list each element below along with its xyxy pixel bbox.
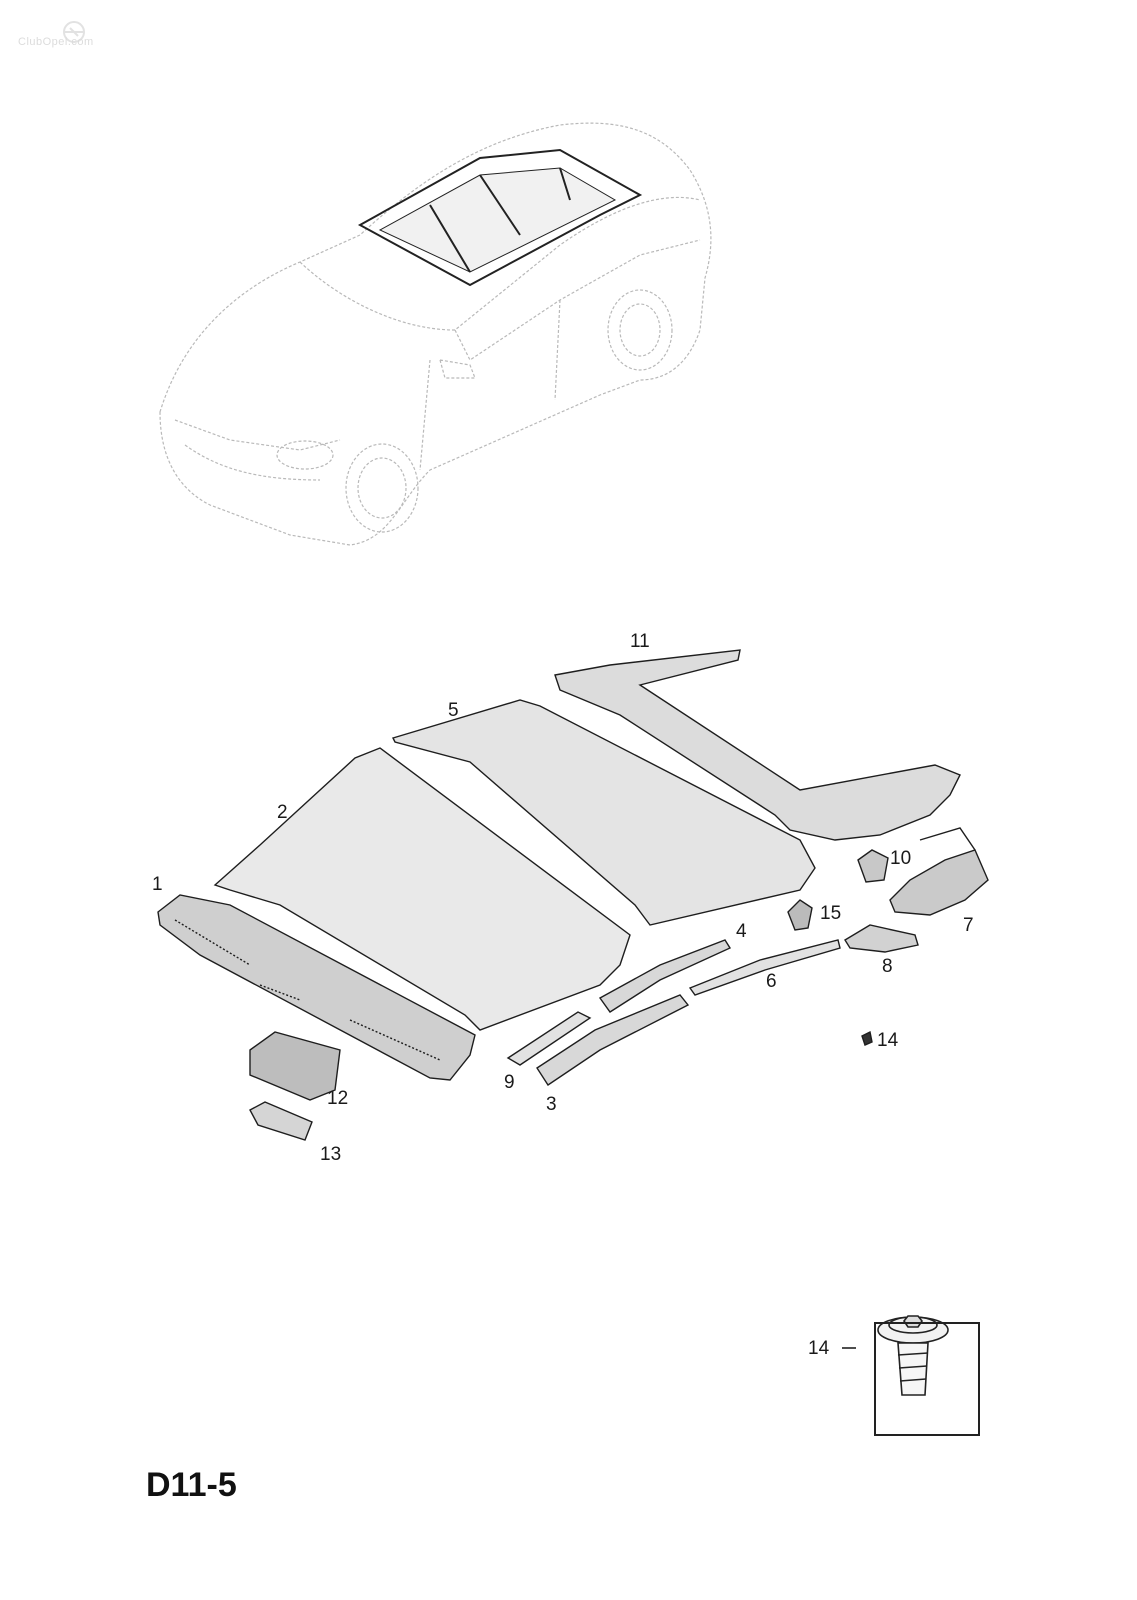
callout-2: 2 [277, 802, 288, 823]
callout-15: 15 [820, 903, 842, 924]
part-11-rear-panel [554, 649, 961, 841]
callout-3: 3 [546, 1094, 557, 1115]
callout-5: 5 [448, 700, 459, 721]
detail-label-14: 14 [808, 1338, 830, 1359]
part-8-bracket [844, 924, 919, 953]
callout-8: 8 [882, 956, 893, 977]
part-9-trim [506, 1011, 592, 1066]
part-10-clip [857, 849, 889, 883]
callout-9: 9 [504, 1072, 515, 1093]
callout-10: 10 [890, 848, 912, 869]
part-15-clip [787, 899, 813, 931]
part-2-headliner [213, 747, 631, 1031]
part-5-headliner [392, 699, 816, 926]
callout-13: 13 [320, 1144, 342, 1165]
parts-exploded [157, 649, 989, 1141]
callout-4: 4 [736, 921, 747, 942]
callout-7: 7 [963, 915, 974, 936]
part-7-bracket [889, 849, 989, 916]
watermark-text: ClubOpel.com [18, 36, 94, 48]
callout-12: 12 [327, 1088, 349, 1109]
car-overview [159, 122, 712, 546]
part-3-trim [536, 994, 690, 1086]
callout-11: 11 [630, 631, 650, 652]
part-14-screw [861, 1030, 873, 1046]
callout-1: 1 [152, 874, 163, 895]
car-roof-highlight [357, 148, 643, 287]
diagram-code: D11-5 [146, 1466, 237, 1504]
part-4-trim [598, 939, 732, 1013]
callout-6: 6 [766, 971, 777, 992]
part-6-trim [688, 939, 841, 996]
part-1-front-frame [157, 894, 476, 1081]
part-12-console [249, 1031, 341, 1101]
watermark-logo [63, 21, 85, 43]
detail-box [874, 1322, 980, 1436]
callout-14: 14 [877, 1030, 899, 1051]
part-13-plate [249, 1101, 313, 1141]
